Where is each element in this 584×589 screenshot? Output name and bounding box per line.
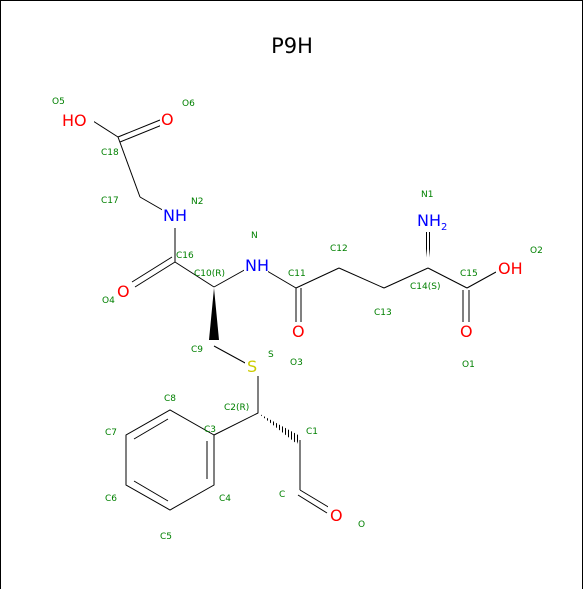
label-c10: C10(R) (194, 269, 225, 279)
bond-c18-o6 (117, 119, 161, 138)
bond-c2-c3 (213, 412, 259, 436)
symbol-o1: O (460, 322, 473, 341)
label-c15: C15 (460, 269, 478, 279)
label-c17: C17 (101, 196, 119, 206)
symbol-nh-n2: NH (163, 206, 187, 225)
label-c14: C14(S) (410, 282, 440, 292)
bond-c16-o4 (134, 261, 176, 288)
label-o: O (358, 520, 365, 530)
label-o4: O4 (102, 296, 115, 306)
bond-c11-c12 (295, 267, 340, 289)
bond-o5-c18 (92, 120, 119, 138)
symbol-oh-o2: OH (498, 259, 523, 278)
label-c6: C6 (105, 494, 117, 504)
label-c4: C4 (219, 494, 231, 504)
label-c2: C2(R) (224, 403, 249, 413)
label-n2: N2 (191, 197, 203, 207)
symbol-nh-n: NH (245, 256, 269, 275)
label-c18: C18 (101, 148, 119, 158)
symbol-ho: HO (62, 111, 87, 130)
label-o6: O6 (182, 99, 195, 109)
benzene-ring (125, 409, 215, 511)
symbol-o4: O (117, 282, 130, 301)
bond-c17-n2 (139, 196, 167, 213)
bonds (92, 119, 497, 514)
hash-c2-c1 (258, 413, 300, 444)
bond-c13-c14 (383, 267, 429, 289)
bond-c15-o2 (466, 271, 497, 289)
label-o1: O1 (462, 360, 475, 370)
label-c3: C3 (204, 425, 216, 435)
bond-c16-o4-double (131, 256, 173, 283)
label-c16: C16 (176, 251, 194, 261)
bond-c-o-double (297, 494, 328, 514)
label-o3: O3 (290, 358, 303, 368)
label-c12: C12 (330, 244, 348, 254)
label-c5: C5 (160, 532, 172, 542)
bond-c14-c15 (427, 267, 468, 289)
wedge-c10-c9 (209, 288, 219, 340)
hash-c14-n1 (424, 232, 432, 266)
label-c9: C9 (191, 345, 203, 355)
symbol-s: S (247, 357, 257, 376)
label-c8: C8 (164, 394, 176, 404)
atom-labels: O5 O6 C18 C17 N2 C16 O4 C10(R) N C11 C12… (52, 97, 543, 542)
label-n1: N1 (421, 190, 433, 200)
bond-c12-c13 (338, 267, 385, 289)
label-c1: C1 (306, 427, 318, 437)
bond-c10-n (213, 267, 249, 288)
benzene-inner-2 (133, 480, 169, 502)
molecule-title: P9H (271, 34, 313, 58)
bond-c-o (299, 489, 331, 509)
bond-c9-s (213, 345, 248, 365)
label-c13: C13 (374, 308, 392, 318)
symbol-o3: O (292, 322, 305, 341)
symbol-nh2-n1: NH2 (417, 211, 447, 233)
label-s: S (268, 350, 274, 360)
label-c11: C11 (288, 269, 306, 279)
label-o5: O5 (52, 97, 65, 107)
bond-c16-c10 (174, 261, 215, 288)
label-c7: C7 (105, 428, 117, 438)
benzene-inner-1 (133, 418, 169, 440)
label-c: C (279, 490, 285, 500)
bond-c18-o6-double (119, 124, 163, 143)
symbol-o6: O (161, 110, 174, 129)
symbol-o: O (330, 506, 343, 525)
label-n: N (251, 231, 258, 241)
label-o2: O2 (530, 246, 543, 256)
bond-c18-c17 (117, 136, 141, 198)
atom-symbols: HO O NH O NH O NH2 OH O S O (60, 110, 526, 526)
